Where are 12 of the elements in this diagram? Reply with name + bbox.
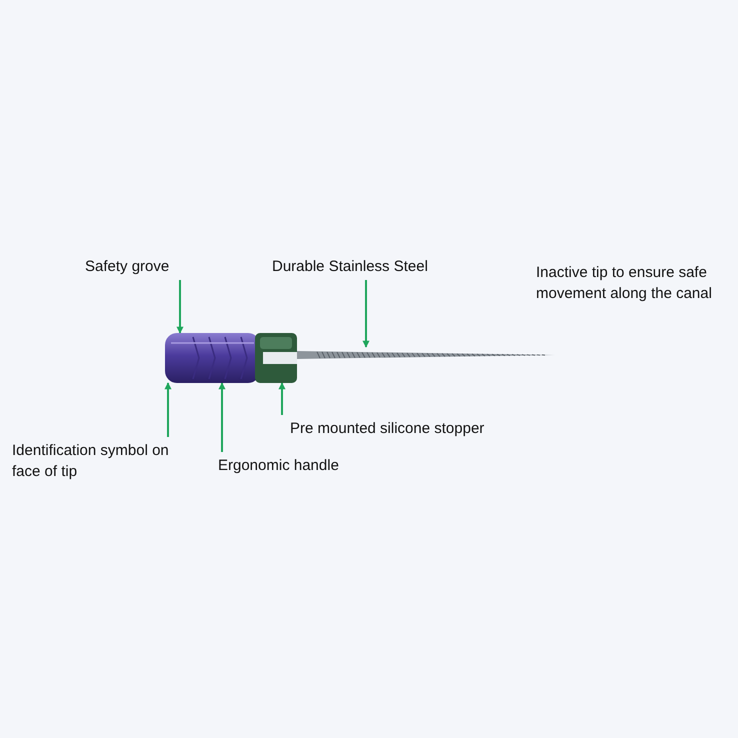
arrow: [278, 382, 286, 415]
callout-label: Durable Stainless Steel: [272, 256, 428, 277]
callout-label: Pre mounted silicone stopper: [290, 418, 484, 439]
callout-label: Inactive tip to ensure safe movement along the canal: [536, 263, 713, 304]
arrow: [164, 382, 172, 437]
stopper-drawing: [255, 333, 297, 383]
arrow: [362, 280, 370, 348]
arrow: [176, 280, 184, 334]
callout-label: Safety grove: [85, 256, 170, 277]
arrow: [218, 382, 226, 452]
callout-label: Identification symbol on face of tip: [12, 440, 197, 482]
callout-label: Ergonomic handle: [218, 455, 339, 476]
